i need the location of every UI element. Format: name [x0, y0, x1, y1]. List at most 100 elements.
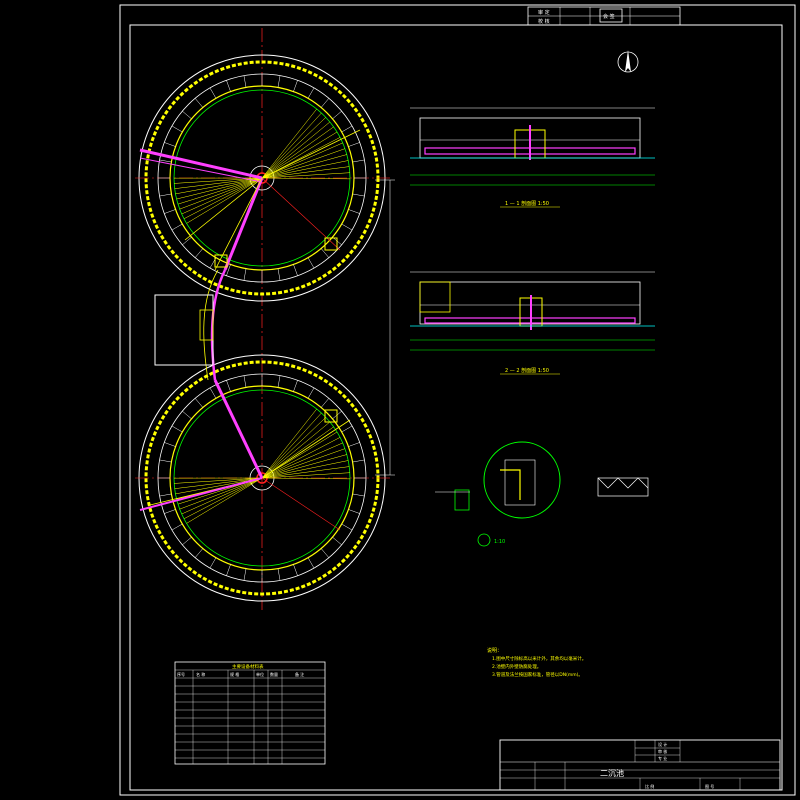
bay-divider [341, 425, 353, 433]
scraper-line [261, 166, 350, 179]
bay-divider [320, 98, 330, 108]
bay-divider [332, 536, 342, 546]
bay-divider [348, 442, 360, 447]
scraper-line [261, 477, 350, 480]
scraper-line [179, 177, 263, 210]
seal-stamp [599, 8, 623, 23]
title-right-label-1: 设 计 [658, 741, 667, 747]
bay-divider [293, 564, 298, 576]
scraper-line [181, 177, 263, 215]
bay-divider [209, 387, 217, 399]
bay-divider [243, 75, 247, 88]
bay-divider [352, 159, 365, 163]
scraper-line [174, 477, 263, 489]
section-2-2: 2 — 2 剖面图 1:50 [410, 271, 655, 375]
bay-divider [171, 523, 183, 531]
material-table: 主要设备材料表 序号 名 称 规 格 单位 数量 备 注 [174, 661, 326, 765]
bay-divider [277, 568, 281, 581]
scraper-line [174, 177, 263, 189]
bay-divider [341, 523, 353, 531]
bay-divider [320, 248, 330, 258]
scraper-line [261, 460, 349, 479]
bay-divider [348, 209, 360, 214]
bay-divider [341, 223, 353, 231]
scraper-line [186, 477, 263, 524]
bay-divider [194, 248, 204, 258]
scraper-line [261, 408, 317, 479]
scraper-line [261, 108, 317, 179]
scraper-line [261, 442, 343, 479]
tank-plan-1 [135, 54, 390, 302]
scraper-line [261, 412, 322, 479]
col-header-6: 备 注 [295, 671, 304, 677]
top-right-block: 审 定 校 核 会 签 [527, 6, 681, 26]
title-right-label-2: 审 核 [658, 748, 667, 754]
scale-label: 比 例 [645, 783, 654, 789]
bay-divider [164, 442, 176, 447]
title-right-label-3: 专 业 [658, 755, 667, 761]
bay-divider [352, 459, 365, 463]
bay-divider [159, 159, 172, 163]
bay-divider [293, 380, 298, 392]
scraper-line [179, 477, 263, 510]
outer-frame [119, 4, 796, 796]
bay-divider [277, 375, 281, 388]
tank-plan-2 [135, 354, 390, 602]
scraper-line [261, 417, 326, 479]
scraper-line [183, 177, 263, 219]
weir-detail [597, 477, 649, 497]
bay-divider [307, 87, 315, 99]
notes-line-3: 3.管道及法兰按国家标准，管径以DN(mm)。 [492, 671, 583, 678]
inner-frame [129, 24, 783, 791]
bay-divider [171, 425, 183, 433]
bay-divider [348, 509, 360, 514]
scraper-line [186, 177, 263, 224]
bay-divider [277, 75, 281, 88]
scraper-line [181, 477, 263, 515]
scraper-line [261, 448, 346, 479]
bay-divider [194, 98, 204, 108]
bay-divider [226, 80, 231, 92]
scraper-line [261, 437, 341, 479]
title-block: 设 计 审 核 专 业 二沉池 比 例 图 号 [499, 739, 781, 791]
section-2-label: 2 — 2 剖面图 1:50 [505, 367, 549, 374]
scraper-line [261, 148, 346, 179]
bay-divider [171, 223, 183, 231]
scraper-line [261, 154, 347, 179]
bay-divider [159, 193, 172, 197]
bay-divider [293, 80, 298, 92]
bay-divider [293, 264, 298, 276]
bay-divider [277, 268, 281, 281]
bay-divider [243, 268, 247, 281]
bay-divider [226, 380, 231, 392]
bay-divider [171, 125, 183, 133]
bay-divider [352, 493, 365, 497]
col-header-4: 单位 [256, 671, 264, 677]
detail-view: 1:10 [435, 441, 561, 547]
bay-divider [226, 564, 231, 576]
col-header-1: 序号 [177, 671, 185, 677]
bay-divider [226, 264, 231, 276]
section-1-1: 1 — 1 剖面图 1:50 [410, 107, 655, 208]
drawing-name: 二沉池 [600, 768, 624, 778]
bay-divider [332, 110, 342, 120]
scraper-line [177, 177, 263, 205]
scraper-line [261, 466, 350, 479]
bay-divider [243, 568, 247, 581]
scraper-line [261, 426, 334, 479]
bay-divider [341, 125, 353, 133]
north-arrow-icon [617, 50, 639, 73]
bay-divider [352, 193, 365, 197]
bay-divider [307, 257, 315, 269]
col-header-2: 名 称 [196, 671, 205, 677]
scraper-line [261, 117, 326, 179]
bay-divider [182, 110, 192, 120]
bay-divider [159, 459, 172, 463]
bay-divider [307, 387, 315, 399]
bay-divider [164, 142, 176, 147]
bay-divider [164, 509, 176, 514]
bay-divider [194, 398, 204, 408]
bay-divider [159, 493, 172, 497]
scraper-line [175, 477, 263, 495]
bay-divider [320, 398, 330, 408]
